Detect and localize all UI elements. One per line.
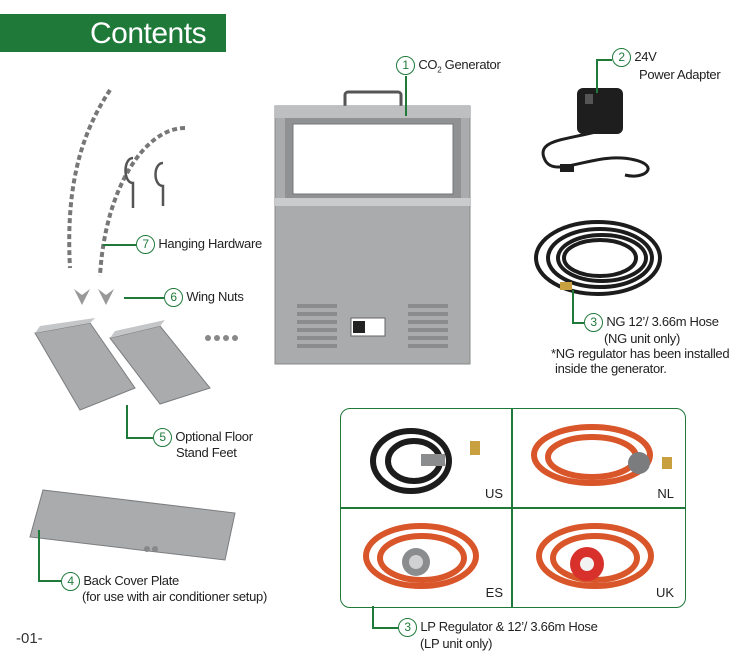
ng-hose-label: 3 NG 12’/ 3.66m Hose bbox=[584, 313, 719, 332]
leader-line bbox=[596, 59, 612, 61]
ng-hose-note: *NG regulator has been installed bbox=[551, 346, 730, 361]
floor-feet-image bbox=[34, 318, 238, 411]
hanging-label: 7 Hanging Hardware bbox=[136, 235, 262, 254]
leader-line bbox=[38, 530, 40, 581]
floor-feet-label: 5 Optional Floor bbox=[153, 428, 253, 447]
leader-line bbox=[596, 59, 598, 93]
item-number-badge: 1 bbox=[396, 56, 415, 75]
co2-generator-image bbox=[274, 90, 471, 365]
leader-line bbox=[572, 322, 584, 324]
item-number-badge: 7 bbox=[136, 235, 155, 254]
adapter-label-line2: Power Adapter bbox=[639, 67, 721, 82]
item-number-badge: 6 bbox=[164, 288, 183, 307]
lp-hose-label: 3 LP Regulator & 12’/ 3.66m Hose bbox=[398, 618, 598, 637]
lp-regulator-panel: US NL ES UK bbox=[340, 408, 686, 608]
ng-hose-image bbox=[534, 220, 662, 296]
leader-line bbox=[405, 76, 407, 116]
back-plate-label: 4 Back Cover Plate bbox=[61, 572, 179, 591]
region-label: NL bbox=[657, 486, 674, 501]
nl-hose-image bbox=[531, 424, 672, 486]
back-cover-plate-image bbox=[29, 489, 236, 561]
region-label: US bbox=[484, 486, 503, 501]
us-hose-image bbox=[370, 428, 480, 494]
power-adapter-image bbox=[541, 88, 650, 178]
back-plate-label-line2: (for use with air conditioner setup) bbox=[82, 589, 268, 604]
region-label: UK bbox=[655, 585, 674, 600]
leader-line bbox=[572, 290, 574, 323]
generator-label: 1 CO2 Generator bbox=[396, 56, 501, 75]
item-number-badge: 3 bbox=[584, 313, 603, 332]
leader-line bbox=[372, 606, 374, 628]
page-title: Contents bbox=[90, 17, 207, 50]
leader-line bbox=[126, 437, 153, 439]
item-number-badge: 2 bbox=[612, 48, 631, 67]
es-hose-image bbox=[363, 523, 479, 589]
region-cell-nl: NL bbox=[512, 409, 682, 507]
leader-line bbox=[103, 244, 136, 246]
ng-hose-note-line2: inside the generator. bbox=[555, 361, 667, 376]
lp-hose-label-line2: (LP unit only) bbox=[420, 636, 493, 651]
leader-line bbox=[372, 627, 398, 629]
region-cell-us: US bbox=[341, 409, 511, 507]
leader-line bbox=[126, 405, 128, 438]
wing-nuts-image bbox=[74, 289, 114, 305]
leader-line bbox=[38, 580, 61, 582]
region-cell-es: ES bbox=[341, 508, 511, 606]
floor-feet-label-line2: Stand Feet bbox=[176, 445, 237, 460]
panel-divider bbox=[341, 507, 685, 509]
ng-hose-label-line2: (NG unit only) bbox=[604, 331, 680, 346]
leader-line bbox=[124, 297, 164, 299]
item-number-badge: 5 bbox=[153, 428, 172, 447]
uk-hose-image bbox=[536, 523, 654, 589]
wing-nuts-label: 6 Wing Nuts bbox=[164, 288, 244, 307]
region-cell-uk: UK bbox=[512, 508, 682, 606]
contents-banner: Contents bbox=[0, 14, 226, 52]
item-number-badge: 3 bbox=[398, 618, 417, 637]
page-number: -01- bbox=[16, 630, 43, 647]
item-number-badge: 4 bbox=[61, 572, 80, 591]
adapter-label: 2 24V bbox=[612, 48, 657, 67]
region-label: ES bbox=[485, 585, 503, 600]
